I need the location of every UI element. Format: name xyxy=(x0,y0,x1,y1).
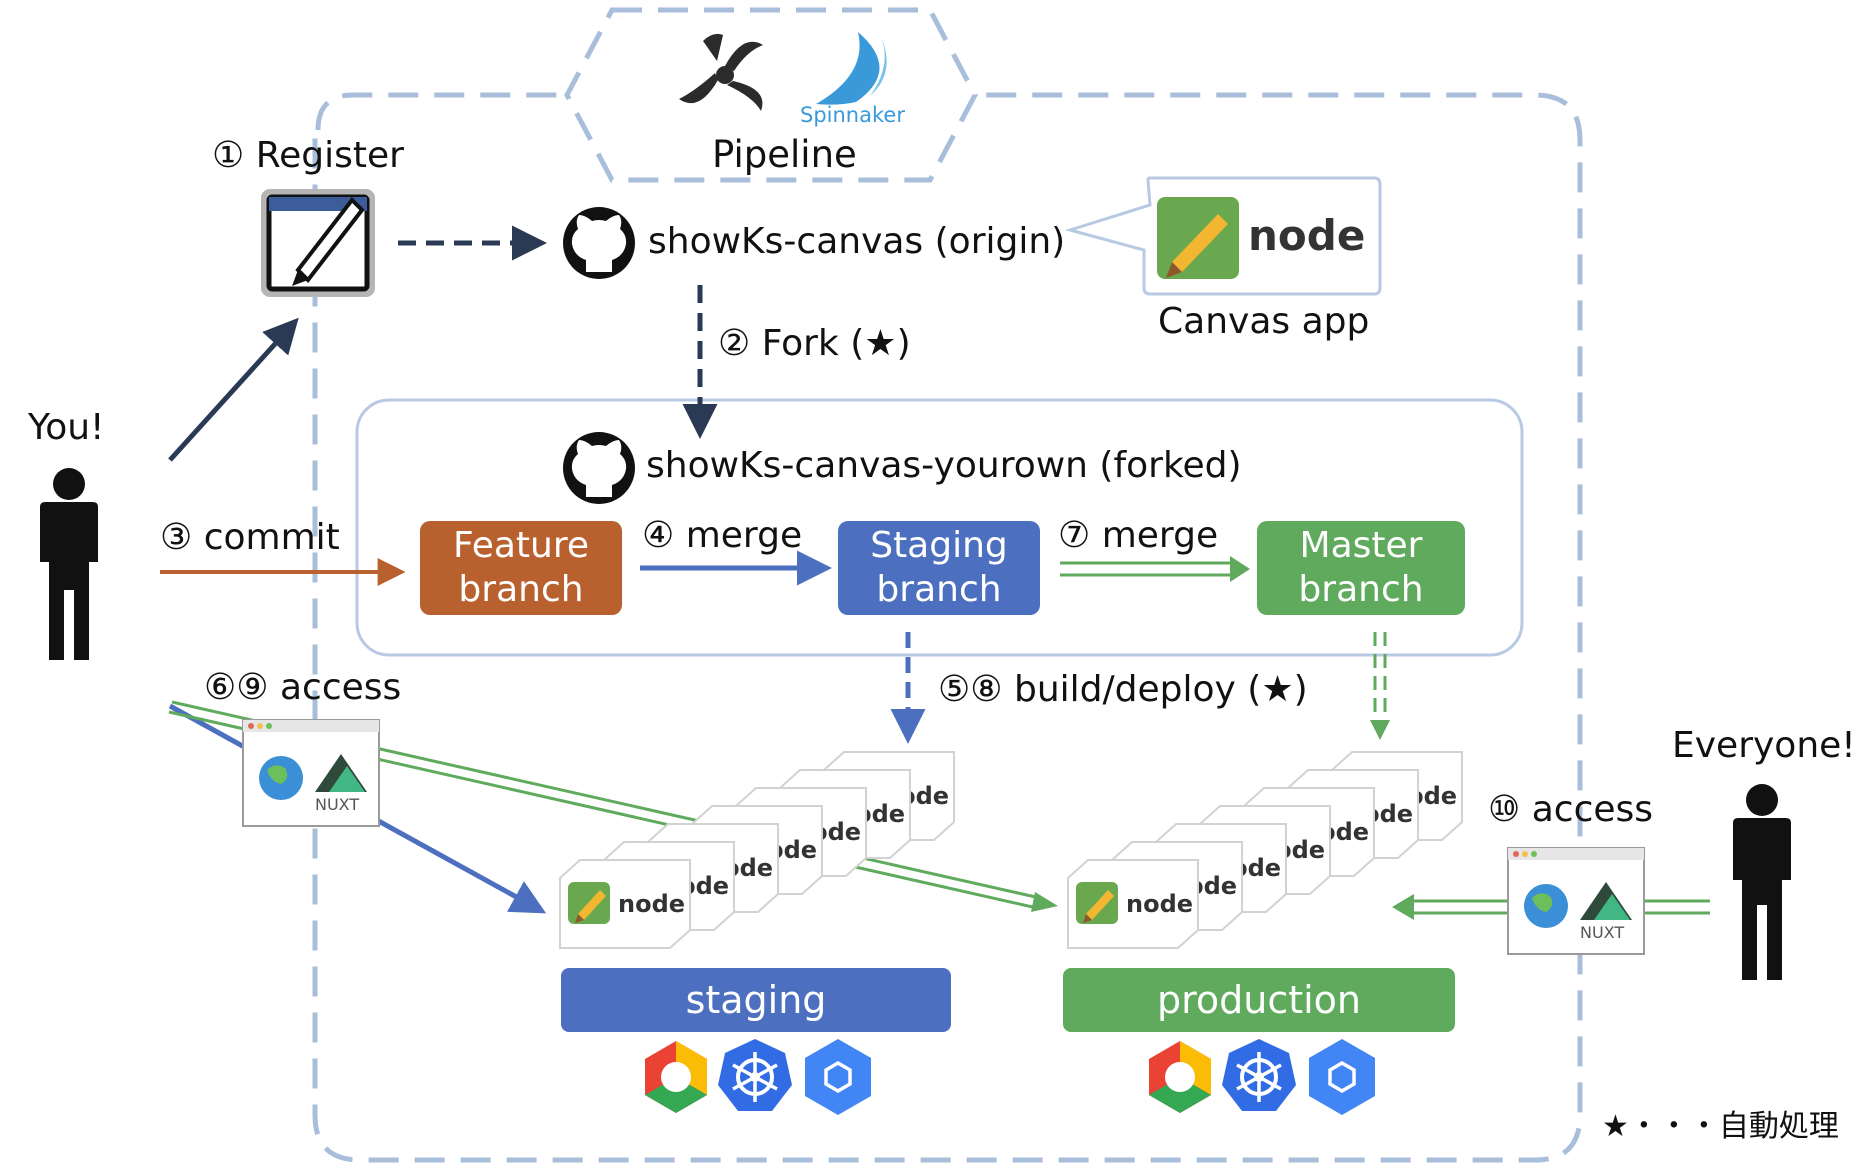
canvas-app-callout: node xyxy=(1064,176,1382,296)
production-node-card xyxy=(1067,859,1199,949)
node-logo-text: node xyxy=(1248,211,1365,260)
build-deploy-step-label: ⑤⑧ build/deploy (★) xyxy=(938,669,1308,710)
access-public-step-label: ⑩ access xyxy=(1488,789,1654,830)
fork-step-label: ② Fork (★) xyxy=(718,323,911,364)
production-node-stack xyxy=(1067,751,1463,949)
staging-node-stack xyxy=(559,751,955,949)
concourse-logo-icon xyxy=(679,33,763,111)
nuxt-text: NUXT xyxy=(315,795,359,814)
gke-icon xyxy=(803,1037,873,1117)
everyone-label: Everyone! xyxy=(1672,725,1856,766)
github-forked-icon xyxy=(563,432,635,504)
origin-repo-name: showKs-canvas (origin) xyxy=(648,221,1066,262)
staging-branch-line1: Staging xyxy=(870,525,1008,567)
you-person-icon xyxy=(40,468,98,660)
spinnaker-text: Spinnaker xyxy=(800,103,905,127)
pipeline-label: Pipeline xyxy=(712,133,857,176)
register-step-label: ① Register xyxy=(212,135,404,176)
you-label: You! xyxy=(28,407,105,448)
register-notepad-icon xyxy=(261,189,375,297)
merge-master-step-label: ⑦ merge xyxy=(1058,515,1219,556)
production-environment-bar: production xyxy=(1063,968,1455,1032)
forked-repo-name: showKs-canvas-yourown (forked) xyxy=(646,445,1242,486)
canvas-app-label: Canvas app xyxy=(1158,301,1370,342)
feature-branch-line1: Feature xyxy=(452,525,590,567)
cluster-frame xyxy=(312,92,1583,1163)
master-branch-line1: Master xyxy=(1299,525,1423,567)
kubernetes-icon xyxy=(1220,1037,1298,1113)
gcp-icon xyxy=(1149,1041,1211,1113)
merge-to-master-arrow xyxy=(1060,556,1250,582)
legend-auto-process: ★・・・自動処理 xyxy=(1602,1109,1839,1144)
staging-node-card xyxy=(559,859,691,949)
everyone-person-icon xyxy=(1733,784,1791,980)
kubernetes-icon xyxy=(716,1037,794,1113)
you-to-register-arrow xyxy=(168,317,299,462)
commit-step-label: ③ commit xyxy=(160,517,340,558)
staging-cloud-icons xyxy=(645,1037,873,1117)
nuxt-text: NUXT xyxy=(1580,923,1624,942)
staging-environment-bar: staging xyxy=(561,968,951,1032)
access-dev-step-label: ⑥⑨ access xyxy=(204,667,402,708)
merge-staging-step-label: ④ merge xyxy=(642,515,803,556)
feature-branch-line2: branch xyxy=(458,569,584,610)
browser-window-everyone: NUXT xyxy=(1507,847,1645,955)
deploy-production-arrow xyxy=(1370,632,1390,740)
master-branch-line2: branch xyxy=(1298,569,1424,610)
gke-icon xyxy=(1307,1037,1377,1117)
production-cloud-icons xyxy=(1149,1037,1377,1117)
staging-branch-line2: branch xyxy=(876,569,1002,610)
gcp-icon xyxy=(645,1041,707,1113)
browser-window-you: NUXT xyxy=(242,719,380,827)
spinnaker-logo-icon: Spinnaker xyxy=(800,26,905,127)
github-origin-icon xyxy=(563,207,635,279)
